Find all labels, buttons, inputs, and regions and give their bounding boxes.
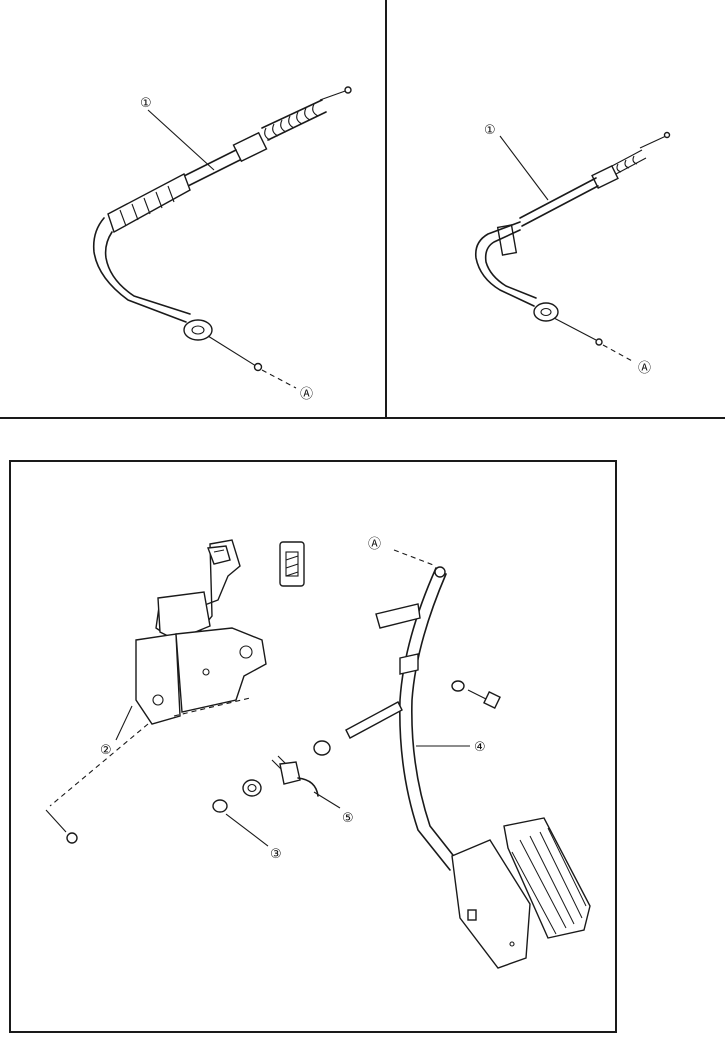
callout-cable-a: ① <box>140 96 152 111</box>
pedal-bracket <box>45 539 267 844</box>
callout-cable-b: ① <box>484 123 496 138</box>
callout-bushing: ③ <box>270 847 282 862</box>
pedal-bolt <box>451 680 501 709</box>
callout-pedal: ④ <box>474 740 486 755</box>
bracket-upper <box>207 545 231 565</box>
cable-top-right <box>474 131 671 363</box>
mark-a-top-right: Ⓐ <box>638 361 651 376</box>
return-spring <box>271 755 341 809</box>
mark-a-top-left: Ⓐ <box>300 387 313 402</box>
callout-spring: ⑤ <box>342 811 354 826</box>
mark-a-bottom: Ⓐ <box>368 537 381 552</box>
cable-top-left <box>92 86 352 389</box>
callout-bracket: ② <box>100 743 112 758</box>
bushings <box>212 740 331 847</box>
pedal-arm <box>345 549 591 969</box>
stopper-block <box>279 541 305 587</box>
